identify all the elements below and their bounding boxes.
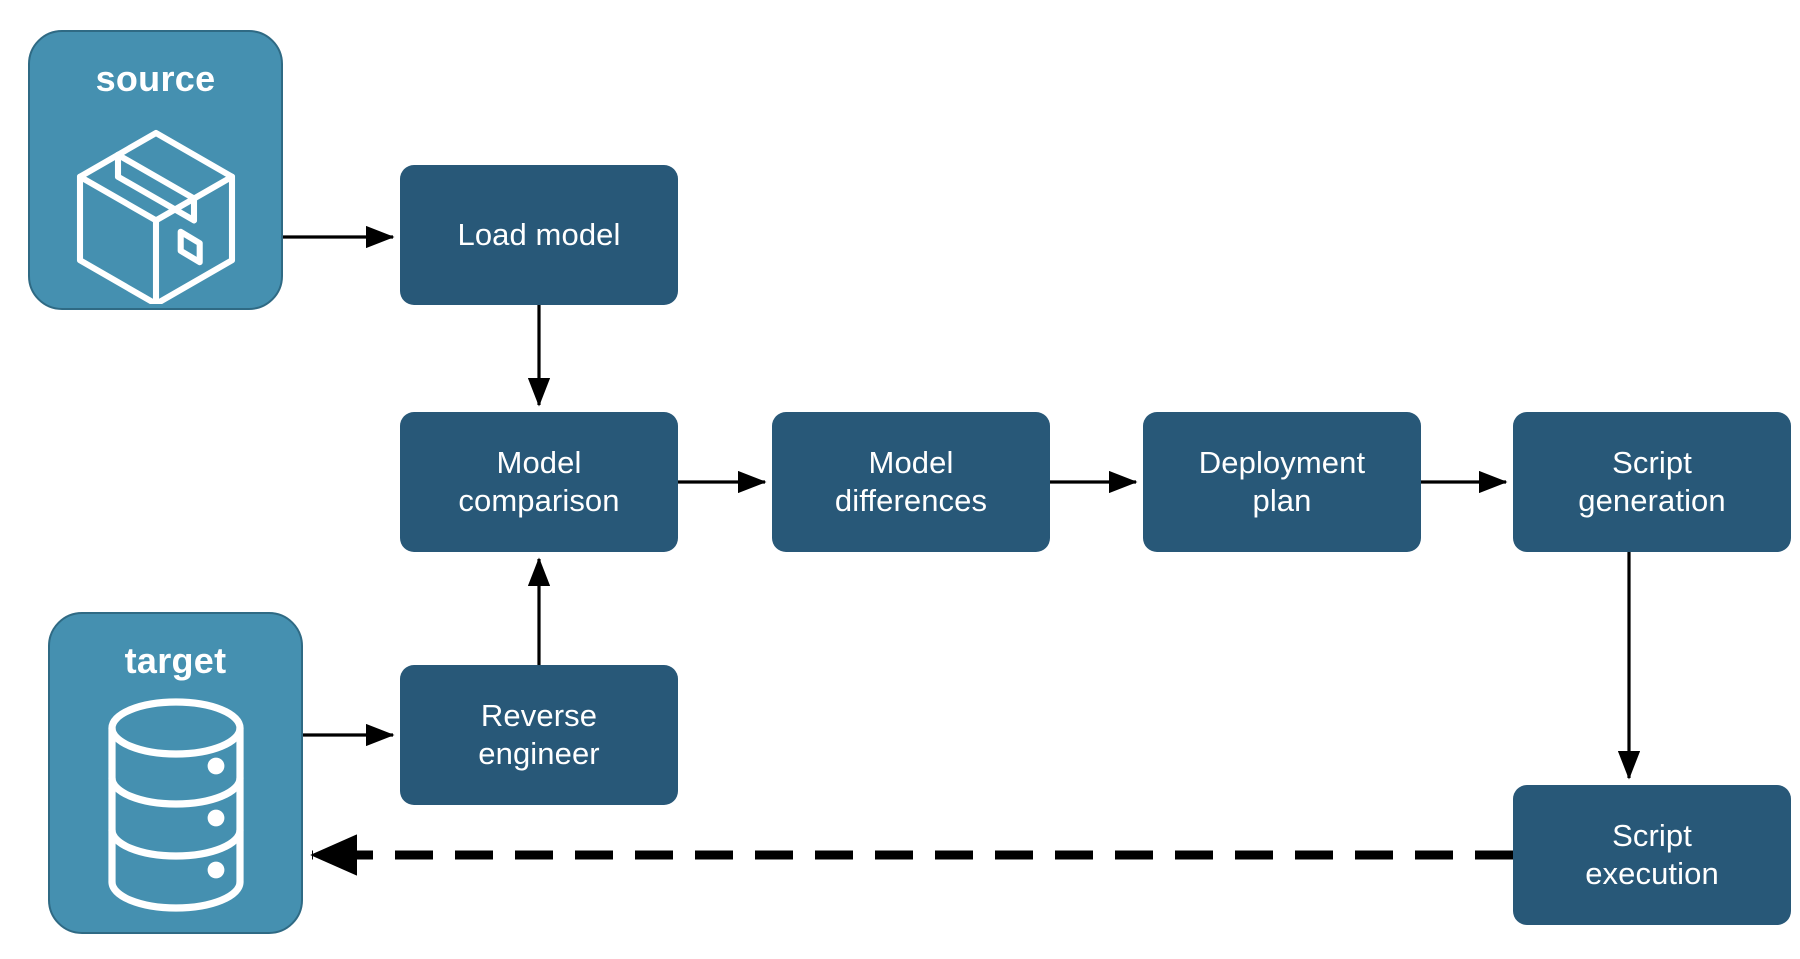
model-comparison-label-line2: comparison xyxy=(458,483,620,518)
model-differences-label-line2: differences xyxy=(834,483,988,518)
deployment-plan-label-line2: plan xyxy=(1252,483,1312,518)
deployment-plan-label-line1: Deployment xyxy=(1198,445,1366,481)
node-source[interactable]: source xyxy=(28,30,283,310)
node-script-execution[interactable]: Script execution xyxy=(1513,785,1791,925)
node-model-differences[interactable]: Model differences xyxy=(772,412,1050,552)
target-label: target xyxy=(124,640,227,681)
reverse-engineer-label-line1: Reverse xyxy=(480,698,598,734)
node-load-model[interactable]: Load model xyxy=(400,165,678,305)
node-target[interactable]: target xyxy=(48,612,303,934)
package-box-icon xyxy=(61,114,251,308)
load-model-label-line1: Load model xyxy=(457,217,621,253)
model-differences-label-line1: Model xyxy=(868,445,954,481)
source-label: source xyxy=(95,58,216,99)
node-script-generation[interactable]: Script generation xyxy=(1513,412,1791,552)
node-deployment-plan[interactable]: Deployment plan xyxy=(1143,412,1421,552)
reverse-engineer-label-line2: engineer xyxy=(478,736,600,771)
node-model-comparison[interactable]: Model comparison xyxy=(400,412,678,552)
script-generation-label-line2: generation xyxy=(1578,483,1726,518)
script-generation-label-line1: Script xyxy=(1612,445,1692,481)
script-execution-label-line2: execution xyxy=(1585,856,1719,891)
script-execution-label-line1: Script xyxy=(1612,818,1692,854)
node-reverse-engineer[interactable]: Reverse engineer xyxy=(400,665,678,805)
database-cylinder-icon xyxy=(96,696,256,914)
model-comparison-label-line1: Model xyxy=(496,445,582,481)
